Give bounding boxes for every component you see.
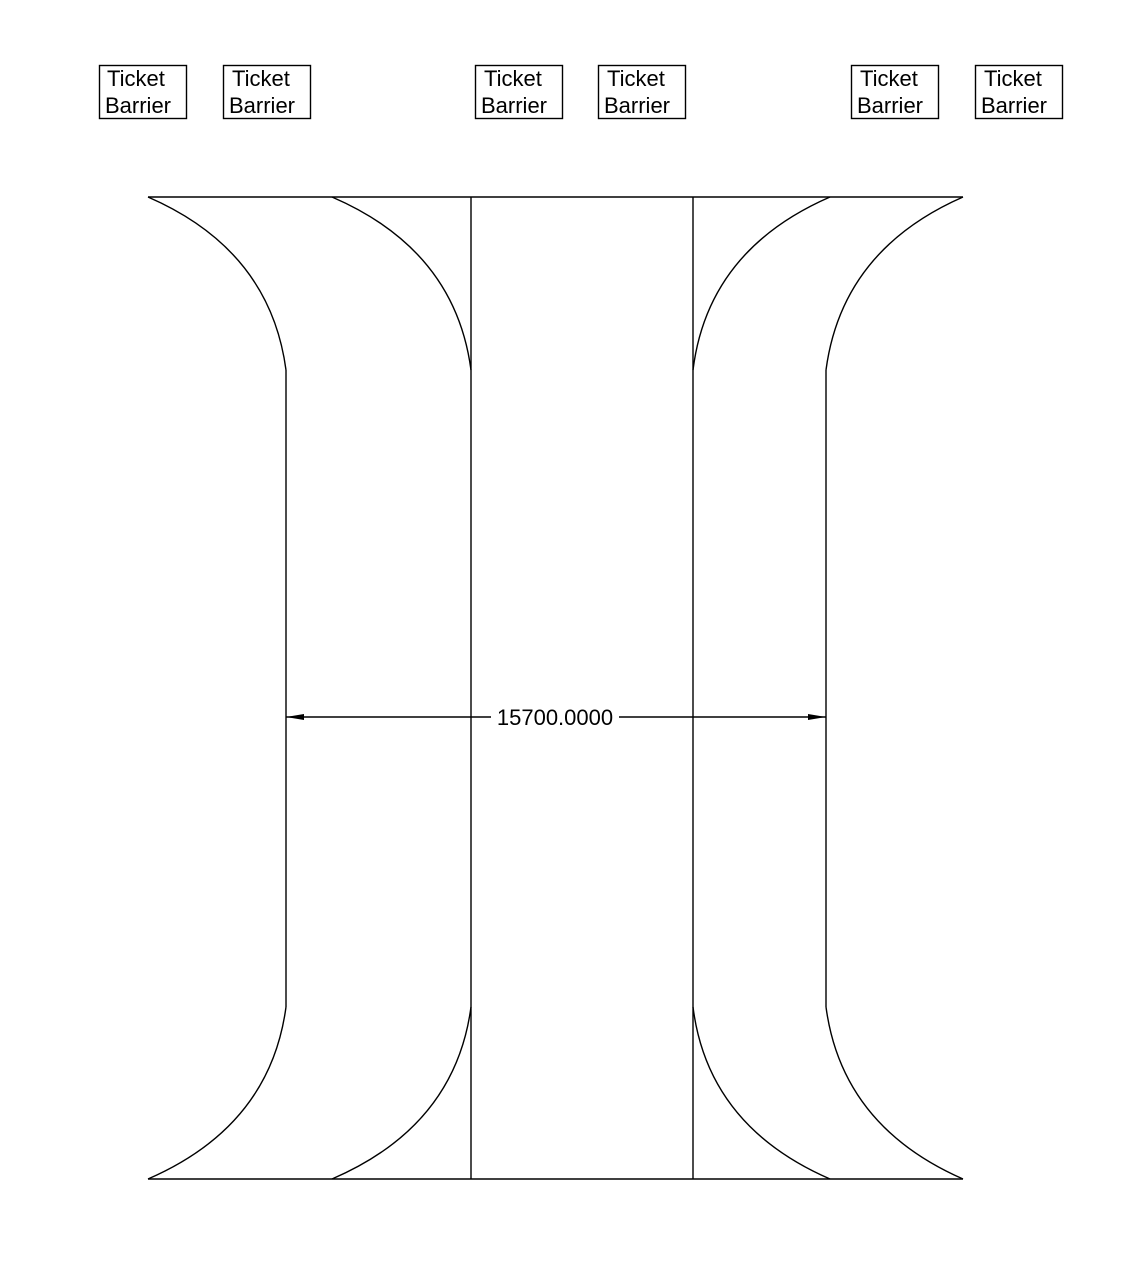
ticket-barrier-label-line1: Ticket [860, 66, 918, 91]
ticket-barrier-label-line1: Ticket [232, 66, 290, 91]
ticket-barrier-3: Ticket Barrier [474, 64, 564, 120]
dimension: 15700.0000 [286, 705, 826, 730]
ticket-barrier-label-line2: Barrier [857, 93, 923, 118]
dimension-value: 15700.0000 [497, 705, 613, 730]
ticket-barrier-box [850, 64, 940, 120]
inner-right-top-curve [692, 196, 831, 371]
ticket-barrier-label-line2: Barrier [229, 93, 295, 118]
ticket-barrier-label-line1: Ticket [484, 66, 542, 91]
ticket-barrier-label-line1: Ticket [607, 66, 665, 91]
ticket-barrier-box [98, 64, 188, 120]
ticket-barrier-5: Ticket Barrier [850, 64, 940, 120]
outer-left-top-curve [147, 196, 287, 371]
ticket-barrier-6: Ticket Barrier [974, 64, 1064, 120]
ticket-barrier-label-line1: Ticket [107, 66, 165, 91]
ticket-barrier-box [222, 64, 312, 120]
ticket-barrier-2: Ticket Barrier [222, 64, 312, 120]
ticket-barrier-label-line2: Barrier [981, 93, 1047, 118]
ticket-barrier-box [974, 64, 1064, 120]
outer-right-top-curve [825, 196, 964, 371]
inner-left-bottom-curve [331, 1006, 472, 1180]
ticket-barrier-box [597, 64, 687, 120]
ticket-barrier-label-line2: Barrier [481, 93, 547, 118]
inner-left-top-curve [331, 196, 472, 371]
dimension-arrow-left-icon [286, 714, 304, 720]
ticket-barrier-4: Ticket Barrier [597, 64, 687, 120]
ticket-barrier-label-line1: Ticket [984, 66, 1042, 91]
ticket-barrier-1: Ticket Barrier [98, 64, 188, 120]
ticket-barrier-label-line2: Barrier [105, 93, 171, 118]
outer-left-bottom-curve [147, 1006, 287, 1180]
dimension-arrow-right-icon [808, 714, 826, 720]
ticket-barrier-box [474, 64, 564, 120]
outer-right-bottom-curve [825, 1006, 964, 1180]
ticket-barrier-label-line2: Barrier [604, 93, 670, 118]
inner-right-bottom-curve [692, 1006, 831, 1180]
